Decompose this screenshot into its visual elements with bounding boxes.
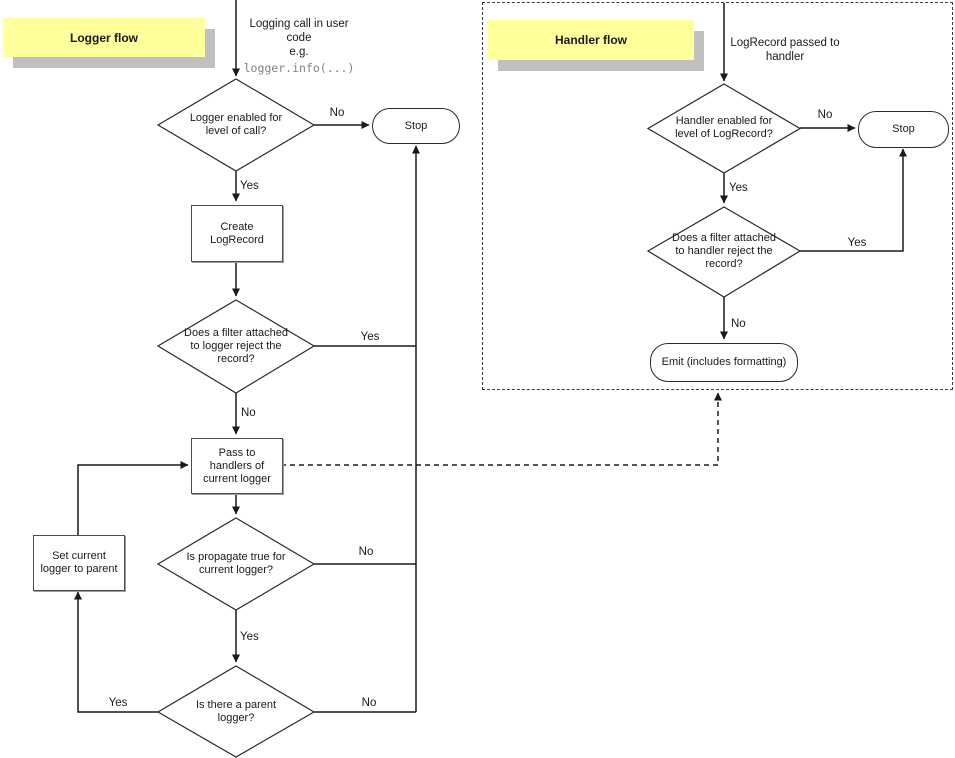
edge-pass-to-handler-flow-dashed <box>281 392 722 466</box>
logger-flow-label: Logger flow <box>3 18 205 57</box>
terminator-logger-stop: Stop <box>372 108 460 144</box>
edge-label-level-no: No <box>329 107 345 119</box>
terminator-handler-stop: Stop <box>858 111 949 148</box>
terminator-emit: Emit (includes formatting) <box>650 343 798 382</box>
edge-label-handler-level-yes: Yes <box>729 182 748 194</box>
decision-handler-filter-shape <box>646 206 802 298</box>
edge-label-propagate-yes: Yes <box>240 631 259 643</box>
logger-entry-code: logger.info(...) <box>243 61 355 75</box>
decision-logger-level-shape <box>156 78 316 172</box>
edge-parent-yes-to-setcurrent <box>74 591 159 713</box>
process-pass-to-handlers: Pass to handlers of current logger <box>191 438 283 494</box>
decision-parent-text: Is there a parent logger? <box>195 699 277 724</box>
logger-flow-title: Logger flow <box>70 30 138 45</box>
edge-label-parent-no: No <box>361 697 377 709</box>
decision-logger-level-text: Logger enabled for level of call? <box>189 112 283 137</box>
edge-label-filter-yes: Yes <box>360 331 380 343</box>
logger-entry-text: Logging call in user code e.g. <box>249 18 349 58</box>
handler-entry-text: LogRecord passed to handler <box>730 37 840 63</box>
edge-label-handler-filter-no: No <box>731 318 746 330</box>
decision-handler-level-text: Handler enabled for level of LogRecord? <box>675 115 773 140</box>
edge-label-handler-level-no: No <box>817 109 833 121</box>
edge-label-handler-filter-yes: Yes <box>847 237 867 249</box>
decision-handler-filter-text: Does a filter attached to handler reject… <box>672 231 776 270</box>
edge-label-propagate-no: No <box>358 546 374 558</box>
decision-logger-filter-shape <box>156 299 316 394</box>
decision-propagate-text: Is propagate true for current logger? <box>186 551 286 576</box>
handler-flow-panel <box>482 2 953 390</box>
decision-logger-filter-text: Does a filter attached to logger reject … <box>184 326 288 365</box>
decision-propagate-shape <box>156 517 316 611</box>
edge-setcurrent-to-pass <box>77 461 189 535</box>
handler-flow-label: Handler flow <box>488 20 694 60</box>
decision-handler-level-shape <box>646 83 802 174</box>
edge-label-filter-no: No <box>241 407 256 419</box>
process-set-current-logger: Set current logger to parent <box>33 535 125 591</box>
edge-handler-filter-yes-to-stop <box>800 148 907 252</box>
decision-parent-shape <box>156 665 316 758</box>
edge-label-level-yes: Yes <box>240 180 259 192</box>
handler-flow-title: Handler flow <box>554 33 627 47</box>
edge-label-parent-yes: Yes <box>108 697 128 709</box>
process-create-logrecord: Create LogRecord <box>191 205 283 262</box>
